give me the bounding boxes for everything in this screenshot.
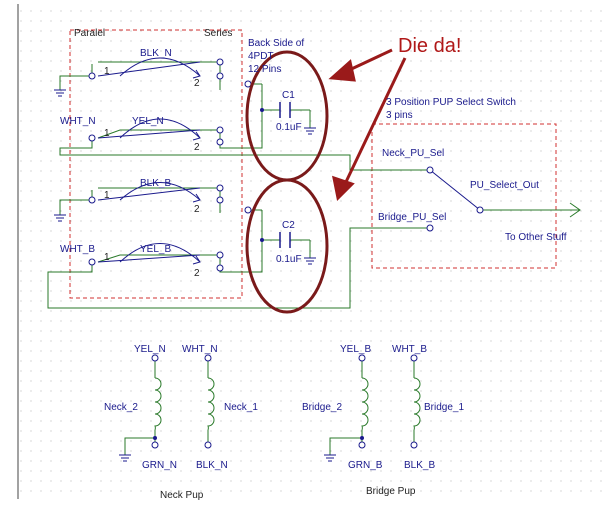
ground-icon xyxy=(324,454,336,462)
label-c2-value: 0.1uF xyxy=(276,254,302,265)
label-series: Series xyxy=(204,28,232,39)
label-blk-b-bottom: BLK_B xyxy=(404,460,435,471)
label-blk-n-bottom: BLK_N xyxy=(196,460,228,471)
label-back-side-1: Back Side of xyxy=(248,38,304,49)
pin-2-row2: 2 xyxy=(194,142,200,153)
junction-dots xyxy=(153,108,364,440)
label-grn-n: GRN_N xyxy=(142,460,177,471)
label-neck-1: Neck_1 xyxy=(224,402,258,413)
label-wht-b-bottom: WHT_B xyxy=(392,344,427,355)
annotation-text: Die da! xyxy=(398,35,461,57)
pin-2-row4: 2 xyxy=(194,268,200,279)
capacitors xyxy=(279,102,291,248)
bridge-1-coil xyxy=(413,377,421,431)
label-neck-pup: Neck Pup xyxy=(160,490,204,501)
ground-icon xyxy=(304,127,316,135)
inductor-coils xyxy=(154,377,421,431)
annotation-arrows xyxy=(328,48,407,202)
label-blk-b: BLK_B xyxy=(140,178,171,189)
label-bridge-pup: Bridge Pup xyxy=(366,486,416,497)
label-pu-select-out: PU_Select_Out xyxy=(470,180,539,191)
label-wht-b: WHT_B xyxy=(60,244,95,255)
annotation xyxy=(245,50,329,314)
arrow-to-c1-head xyxy=(328,59,356,82)
ground-icon xyxy=(54,89,66,97)
label-blk-n: BLK_N xyxy=(140,48,172,59)
label-back-side-2: 4PDT xyxy=(248,51,274,62)
pin-1-row3: 1 xyxy=(104,190,110,201)
label-grn-b: GRN_B xyxy=(348,460,383,471)
label-paralel: Paralel xyxy=(74,28,105,39)
label-neck-pu-sel: Neck_PU_Sel xyxy=(382,148,444,159)
label-wht-n-bottom: WHT_N xyxy=(182,344,218,355)
label-c1: C1 xyxy=(282,90,295,101)
pin-1-row2: 1 xyxy=(104,128,110,139)
label-bridge-2: Bridge_2 xyxy=(302,402,342,413)
label-c1-value: 0.1uF xyxy=(276,122,302,133)
neck-2-coil xyxy=(154,377,162,431)
label-yel-b-bottom: YEL_B xyxy=(340,344,371,355)
ground-symbols xyxy=(54,89,336,462)
contact-points xyxy=(88,58,484,449)
annotation-ellipse-c2 xyxy=(245,178,329,314)
label-to-other-stuff: To Other Stuff xyxy=(505,232,567,243)
label-back-side-3: 12 Pins xyxy=(248,64,281,75)
label-bridge-1: Bridge_1 xyxy=(424,402,464,413)
label-c2: C2 xyxy=(282,220,295,231)
arrow-to-c2-head xyxy=(332,175,355,202)
label-bridge-pu-sel: Bridge_PU_Sel xyxy=(378,212,446,223)
neck-1-coil xyxy=(207,377,215,431)
pin-1-row1: 1 xyxy=(104,66,110,77)
ground-icon xyxy=(304,257,316,265)
ground-icon xyxy=(54,214,66,222)
label-yel-n: YEL_N xyxy=(132,116,164,127)
label-wht-n: WHT_N xyxy=(60,116,96,127)
4pdt-switch-outline xyxy=(69,29,243,299)
3pos-switch-outline xyxy=(371,123,557,269)
label-3pos-switch-1: 3 Position PUP Select Switch xyxy=(386,97,516,108)
pin-2-row3: 2 xyxy=(194,204,200,215)
ground-icon xyxy=(119,454,131,462)
label-yel-b: YEL_B xyxy=(140,244,171,255)
grid-background xyxy=(18,4,608,499)
bridge-2-coil xyxy=(361,377,369,431)
pin-2-row1: 2 xyxy=(194,78,200,89)
switch-contacts xyxy=(97,57,481,265)
arrow-to-c2 xyxy=(343,57,407,185)
label-neck-2: Neck_2 xyxy=(104,402,138,413)
label-3pos-switch-2: 3 pins xyxy=(386,110,413,121)
label-yel-n-bottom: YEL_N xyxy=(134,344,166,355)
switch-outlines xyxy=(69,29,557,299)
pin-1-row4: 1 xyxy=(104,252,110,263)
